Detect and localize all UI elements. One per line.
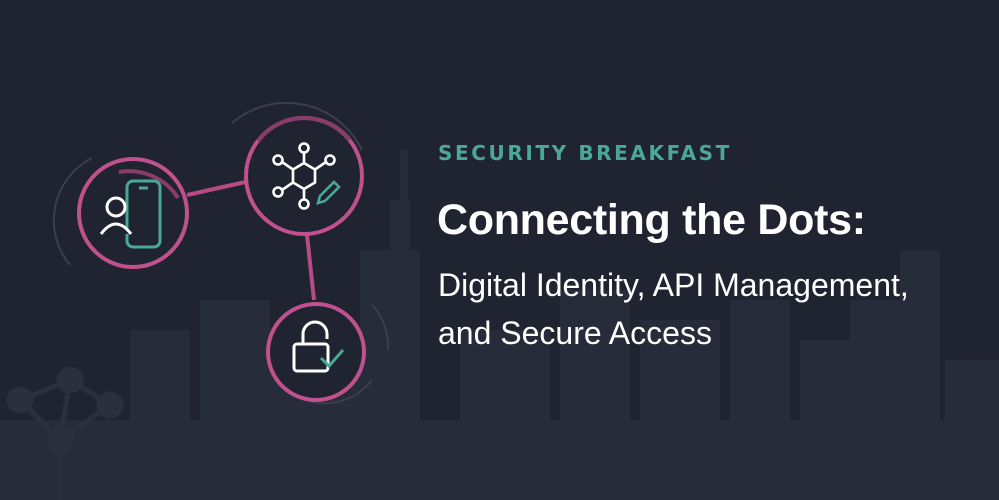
connector-line (305, 234, 316, 301)
event-subtitle-line-2: and Secure Access (438, 315, 712, 351)
api-hub-node (244, 115, 364, 236)
event-headline: Connecting the Dots: (437, 196, 866, 244)
event-kicker: SECURITY BREAKFAST (438, 141, 732, 165)
api-hub-icon (272, 142, 336, 210)
lock-check-node (266, 302, 366, 402)
connector-line (186, 179, 251, 197)
lock-check-icon (292, 320, 345, 373)
event-subtitle-line-1: Digital Identity, API Management, (438, 267, 909, 303)
mobile-user-node (77, 157, 189, 269)
mobile-user-icon (99, 179, 162, 249)
atomium-silhouette (6, 366, 124, 500)
pencil-icon (316, 180, 341, 205)
